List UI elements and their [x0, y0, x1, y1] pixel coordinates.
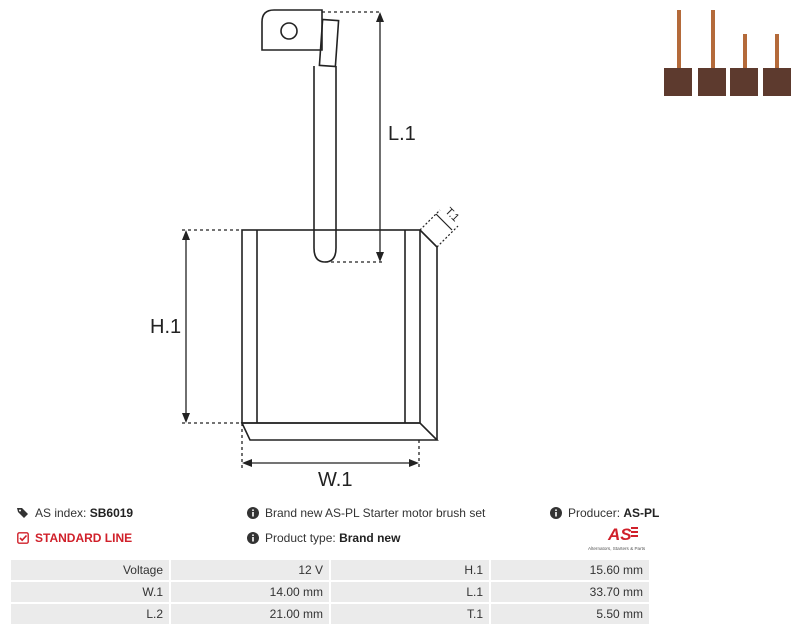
- dimension-label-h1: H.1: [150, 316, 181, 338]
- spec-label: W.1: [11, 582, 169, 602]
- logo-tagline: Alternators, Starters & Parts: [588, 546, 646, 551]
- product-line-label: STANDARD LINE: [35, 531, 133, 545]
- spec-value: 14.00 mm: [171, 582, 329, 602]
- dimension-t1: [419, 209, 459, 248]
- producer-logo: AS Alternators, Starters & Parts: [588, 525, 646, 551]
- brush-photo-1: [664, 10, 692, 96]
- tags-icon: [17, 508, 28, 518]
- spec-label: L.2: [11, 604, 169, 624]
- brush-body: [240, 229, 439, 441]
- dimension-label-w1: W.1: [318, 469, 352, 491]
- as-index-label: AS index:: [35, 506, 87, 520]
- info-icon: [550, 507, 562, 519]
- table-row: L.2 21.00 mm T.1 5.50 mm: [11, 604, 649, 624]
- dimension-label-t1: T.1: [442, 205, 461, 224]
- as-index-value: SB6019: [89, 506, 134, 520]
- as-index: AS index: SB6019: [17, 506, 133, 520]
- product-type-label: Product type:: [265, 531, 336, 545]
- product-thumbnail[interactable]: [662, 4, 796, 96]
- producer: Producer: AS-PL: [550, 506, 659, 520]
- product-line: STANDARD LINE: [17, 531, 132, 545]
- producer-value: AS-PL: [623, 506, 660, 520]
- producer-label: Producer:: [568, 506, 621, 520]
- description: Brand new AS-PL Starter motor brush set: [247, 506, 485, 520]
- dimension-h1: [182, 229, 242, 424]
- dimension-l1: [322, 11, 384, 263]
- spec-label: Voltage: [11, 560, 169, 580]
- dimension-label-l1: L.1: [388, 123, 416, 145]
- brush-photo-4: [763, 34, 791, 96]
- info-icon: [247, 532, 259, 544]
- technical-drawing: L.1 H.1 W.1 T.1: [150, 9, 461, 491]
- brush-wire: [313, 18, 340, 263]
- description-text: Brand new AS-PL Starter motor brush set: [265, 506, 486, 520]
- check-square-icon: [17, 532, 29, 544]
- terminal-lug: [261, 9, 323, 51]
- spec-value: 21.00 mm: [171, 604, 329, 624]
- brush-photo-2: [698, 10, 726, 96]
- table-row: W.1 14.00 mm L.1 33.70 mm: [11, 582, 649, 602]
- specifications-table: Voltage 12 V H.1 15.60 mm W.1 14.00 mm L…: [9, 558, 651, 626]
- spec-value: 15.60 mm: [491, 560, 649, 580]
- spec-value: 5.50 mm: [491, 604, 649, 624]
- spec-label: H.1: [331, 560, 489, 580]
- spec-value: 33.70 mm: [491, 582, 649, 602]
- spec-label: T.1: [331, 604, 489, 624]
- brush-photo-3: [730, 34, 758, 96]
- spec-label: L.1: [331, 582, 489, 602]
- logo-text: AS: [607, 525, 632, 544]
- spec-value: 12 V: [171, 560, 329, 580]
- product-type: Product type: Brand new: [247, 531, 400, 545]
- dimension-w1: [241, 423, 420, 468]
- product-type-value: Brand new: [339, 531, 401, 545]
- table-row: Voltage 12 V H.1 15.60 mm: [11, 560, 649, 580]
- info-icon: [247, 507, 259, 519]
